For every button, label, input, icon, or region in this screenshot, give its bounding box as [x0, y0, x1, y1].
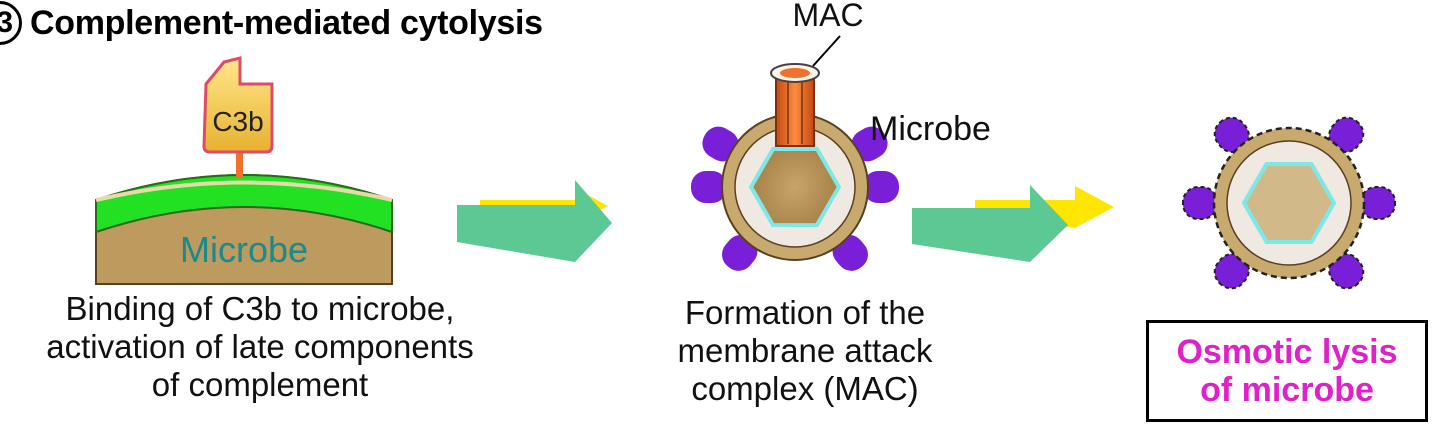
panel3-spikes: [1182, 116, 1396, 290]
result-box: Osmotic lysis of microbe: [1146, 320, 1428, 422]
caption-panel2-line2: membrane attack: [677, 332, 933, 369]
c3b-stalk: [236, 146, 243, 178]
figure-heading: 3 Complement-mediated cytolysis: [0, 0, 543, 46]
c3b-label: C3b: [212, 106, 263, 137]
arrow-2: [912, 185, 1114, 262]
caption-panel1-line1: Binding of C3b to microbe,: [65, 290, 455, 327]
caption-panel1-line3: of complement: [151, 366, 369, 403]
microbe-label-2: Microbe: [870, 110, 991, 148]
caption-panel2-line3: complex (MAC): [691, 370, 919, 407]
microbe-label-1: Microbe: [180, 229, 308, 270]
mac-label: MAC: [792, 0, 863, 33]
panel3-nucleus: [1241, 162, 1337, 244]
heading-title: Complement-mediated cytolysis: [30, 3, 543, 42]
c3b-molecule: [202, 56, 274, 154]
panel1-microbe-surface: [95, 174, 393, 285]
panel2-spikes: [691, 126, 899, 271]
caption-panel2-line1: Formation of the: [684, 294, 926, 331]
panel2-nucleus: [748, 146, 842, 228]
arrow-1: [457, 180, 612, 262]
result-line1: Osmotic lysis: [1176, 333, 1398, 371]
mac-pore: [770, 63, 820, 147]
caption-panel1: Binding of C3b to microbe, activation of…: [0, 290, 520, 404]
caption-panel2: Formation of the membrane attack complex…: [640, 294, 970, 408]
mac-leader-line: [812, 35, 841, 67]
result-line2: of microbe: [1200, 371, 1374, 409]
caption-panel1-line2: activation of late components: [46, 328, 474, 365]
